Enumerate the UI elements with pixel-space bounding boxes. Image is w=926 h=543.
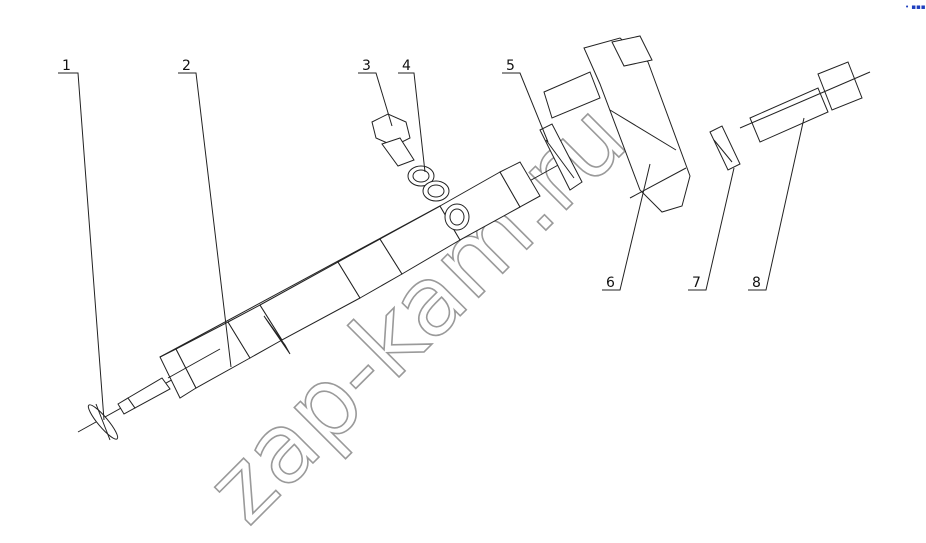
corner-mark: • ▪▪▪: [905, 3, 926, 11]
callout-5: 5: [506, 58, 515, 74]
part-1-washer: [87, 403, 119, 441]
callout-2: 2: [182, 58, 191, 74]
part-7-spherical-washer: [709, 125, 741, 171]
callout-6: 6: [606, 275, 615, 291]
callout-8: 8: [752, 275, 761, 291]
part-2-injector-body: [117, 161, 541, 415]
part-8-bolt: [739, 61, 871, 143]
part-6-clamp-bracket: [543, 35, 691, 213]
callout-1: 1: [62, 58, 71, 74]
part-3-banjo-bolt: [371, 113, 415, 167]
part-5-gasket: [539, 123, 583, 191]
callout-4: 4: [402, 58, 411, 74]
part-4-seal-rings: [407, 165, 450, 202]
callout-3: 3: [362, 58, 371, 74]
leader-lines: [58, 72, 805, 421]
callout-7: 7: [692, 275, 701, 291]
